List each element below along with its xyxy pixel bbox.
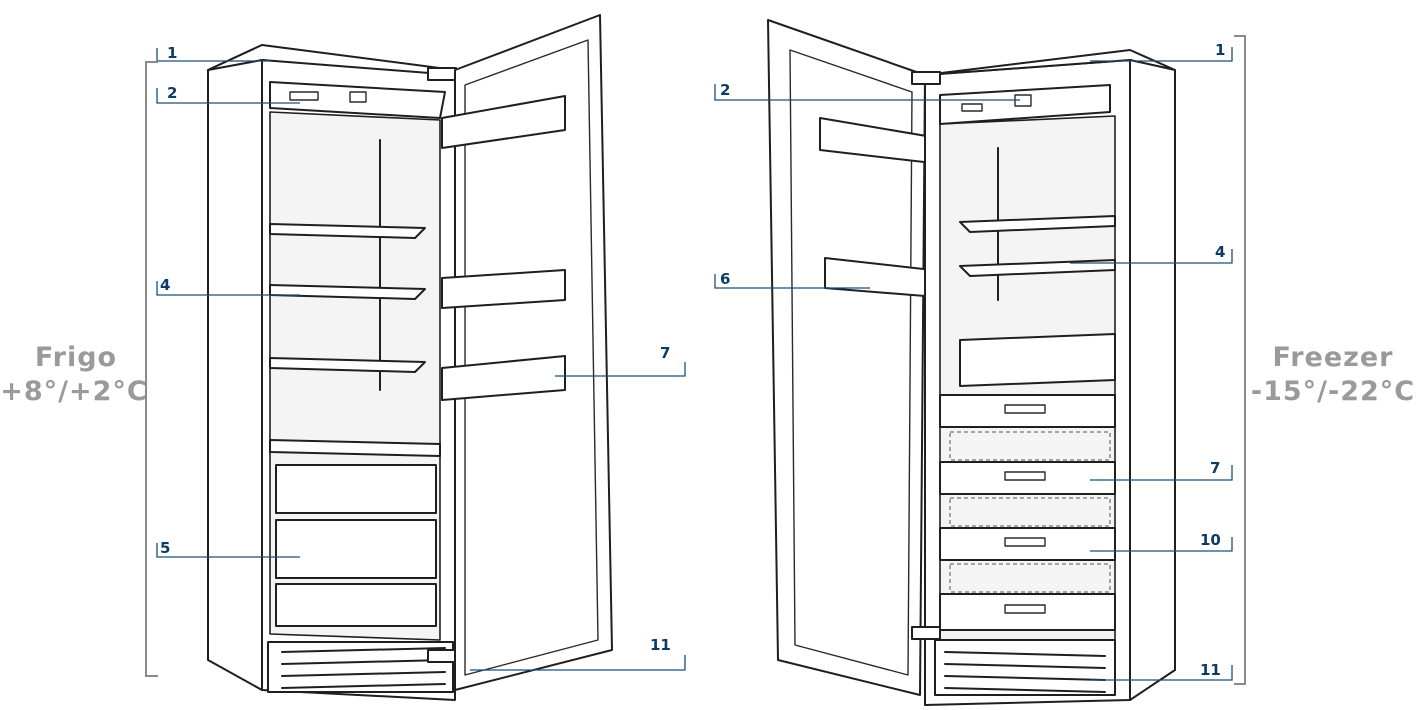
freezer-door-gasket: [789, 49, 913, 676]
callout-number: 11: [1200, 661, 1221, 679]
fridge-drawer-2: [275, 519, 437, 579]
freezer-control-panel: [939, 84, 1111, 125]
callout-leader-line: [470, 655, 686, 671]
callout-number: 6: [720, 270, 730, 288]
callout-number: 2: [720, 81, 730, 99]
callout-number: 7: [660, 344, 670, 362]
freezer-drawer-1: [939, 394, 1116, 428]
freezer-cabinet-side: [1129, 59, 1176, 701]
callout-number: 5: [160, 539, 170, 557]
fridge-unit: [207, 14, 613, 701]
callout-leader-line: [1090, 665, 1233, 681]
fridge-cabinet-side: [207, 44, 263, 691]
freezer-shelf-2: [959, 259, 1116, 277]
freezer-display: [961, 103, 983, 112]
fridge-door: [454, 14, 613, 691]
fridge-shelf-2: [269, 284, 426, 300]
callout-leader-line: [156, 281, 300, 296]
fridge-door-bin-3: [441, 355, 566, 401]
fridge-drawer-1: [275, 464, 437, 514]
freezer-basket-3: [949, 563, 1111, 593]
fridge-top-hinge: [427, 67, 457, 81]
callout-leader-line: [1090, 47, 1233, 62]
fridge-door-bin-1: [441, 95, 566, 149]
callout-number: 10: [1200, 531, 1221, 549]
fridge-drawer-3: [275, 583, 437, 627]
fridge-zone-name: Frigo: [35, 342, 117, 373]
freezer-shelf-1: [959, 215, 1116, 233]
fridge-shelf-1: [269, 223, 426, 239]
fridge-zone-temperature: +8°/+2°C: [0, 376, 148, 407]
callout-leader-line: [156, 543, 300, 558]
callout-leader-line: [156, 88, 300, 104]
fridge-door-gasket: [464, 39, 599, 676]
freezer-zone-temperature: -15°/-22°C: [1251, 376, 1415, 407]
fridge-crisper-cover: [269, 439, 441, 457]
callout-leader-line: [1090, 465, 1233, 481]
callout-number: 4: [160, 276, 170, 294]
freezer-unit: [767, 19, 1176, 706]
freezer-basket-2: [949, 497, 1111, 527]
callout-number: 11: [650, 636, 671, 654]
fridge-display: [289, 91, 319, 101]
freezer-top-hinge: [911, 71, 941, 85]
freezer-zone-bracket: [1234, 35, 1246, 685]
callout-number: 2: [167, 84, 177, 102]
freezer-drawer-2: [939, 461, 1116, 495]
freezer-basket-1: [949, 431, 1111, 461]
callout-leader-line: [1090, 537, 1233, 552]
callout-number: 1: [167, 44, 177, 62]
freezer-top-compartment: [959, 333, 1116, 387]
callout-leader-line: [555, 362, 686, 377]
callout-leader-line: [714, 274, 870, 289]
callout-leader-line: [714, 84, 1020, 101]
freezer-bottom-hinge: [911, 626, 941, 640]
freezer-door: [767, 19, 926, 696]
fridge-shelf-3: [269, 357, 426, 373]
callout-number: 7: [1210, 459, 1220, 477]
fridge-zone-bracket: [145, 61, 158, 677]
callout-number: 1: [1215, 41, 1225, 59]
fridge-control-panel: [269, 81, 446, 119]
freezer-drawer-4: [939, 593, 1116, 631]
freezer-zone-name: Freezer: [1273, 342, 1394, 373]
freezer-callouts: 1 2 4 6 7 10 11: [714, 41, 1233, 681]
fridge-door-bin-2: [441, 269, 566, 309]
fridge-button: [349, 91, 367, 103]
fridge-bottom-hinge: [427, 649, 457, 663]
callout-number: 4: [1215, 243, 1225, 261]
freezer-drawer-3: [939, 527, 1116, 561]
fridge-callouts: 1 2 4 5 7 11: [156, 44, 686, 671]
callout-leader-line: [1070, 249, 1233, 264]
